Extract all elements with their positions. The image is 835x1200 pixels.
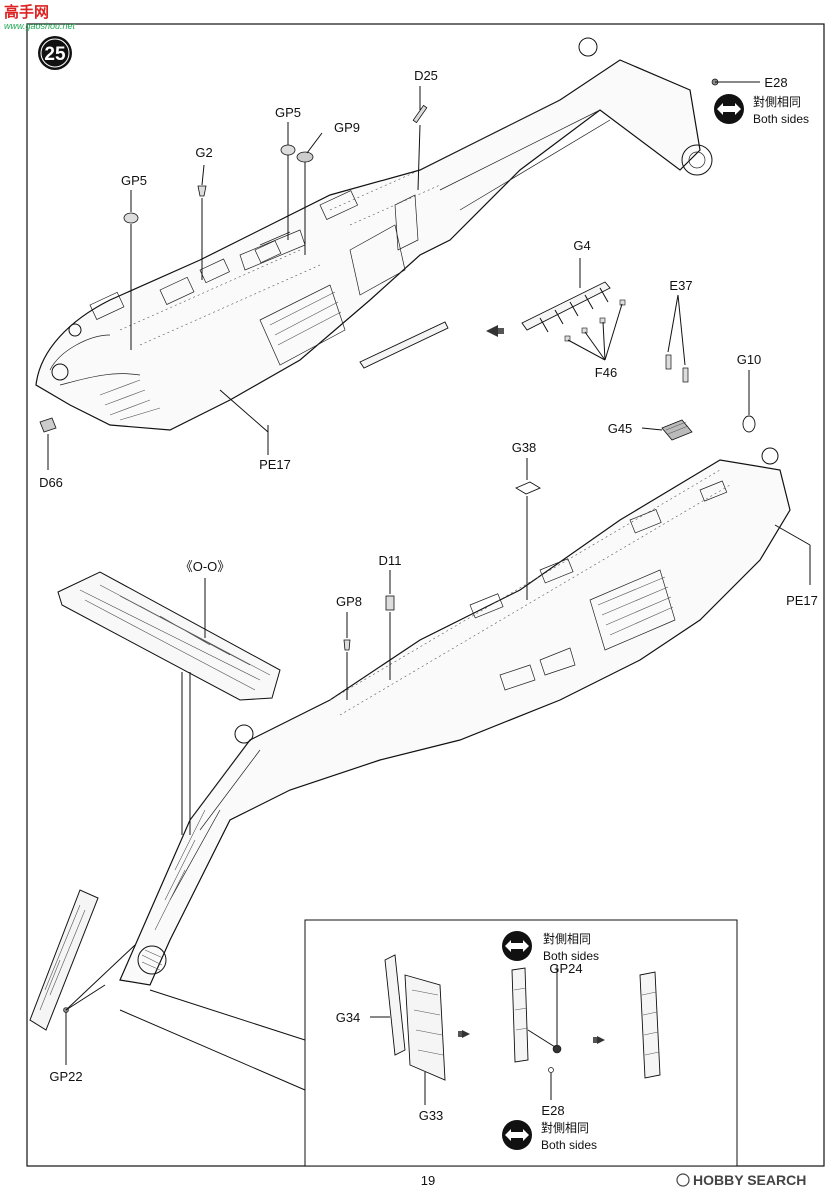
e37-g45-parts — [641, 294, 756, 441]
label-gp24: GP24 — [549, 961, 582, 976]
upper-fuselage-drawing — [35, 37, 713, 431]
label-e28-inset: E28 — [541, 1103, 564, 1118]
lower-fuselage-drawing — [119, 447, 791, 986]
lower-labels: G38 《O-O》 D11 GP8 PE17 GP22 — [49, 440, 818, 1084]
inset-labels: GP24 G34 G33 E28 — [336, 961, 583, 1123]
upper-leader-lines — [47, 81, 760, 470]
label-gp22: GP22 — [49, 1069, 82, 1084]
page-number: 19 — [421, 1173, 435, 1188]
watermark-logo: 高手网 — [4, 3, 49, 21]
label-g2: G2 — [195, 145, 212, 160]
assembly-arrow-icon — [486, 325, 504, 337]
both-sides-en: Both sides — [543, 949, 599, 963]
step-badge: 25 — [38, 36, 72, 70]
watermark-url: www.gaoshou.net — [4, 21, 76, 31]
tail-pylon-part — [29, 889, 136, 1065]
label-pe17-lower: PE17 — [786, 593, 818, 608]
label-oo: 《O-O》 — [180, 559, 231, 574]
both-sides-note-inset-bottom: 對側相同 Both sides — [502, 1120, 597, 1152]
both-sides-cn: 對側相同 — [541, 1121, 589, 1135]
both-sides-cn: 對側相同 — [543, 932, 591, 946]
label-g45: G45 — [608, 421, 633, 436]
both-sides-en: Both sides — [541, 1138, 597, 1152]
g4-step-assembly — [521, 258, 626, 361]
label-g34: G34 — [336, 1010, 361, 1025]
both-sides-cn: 對側相同 — [753, 95, 801, 109]
label-e28: E28 — [764, 75, 787, 90]
label-gp5-top: GP5 — [275, 105, 301, 120]
stabilizer-oo — [57, 571, 281, 835]
label-g38: G38 — [512, 440, 537, 455]
label-d66: D66 — [39, 475, 63, 490]
label-e37: E37 — [669, 278, 692, 293]
inset-drawings — [370, 954, 661, 1105]
both-sides-note-inset-top: 對側相同 Both sides — [502, 931, 599, 963]
label-g33: G33 — [419, 1108, 444, 1123]
label-gp5-left: GP5 — [121, 173, 147, 188]
upper-labels: D25 GP5 GP9 G2 GP5 E28 G4 E37 F46 G10 G4… — [39, 68, 788, 490]
label-gp9: GP9 — [334, 120, 360, 135]
watermark-top-left: 高手网 www.gaoshou.net — [4, 3, 76, 31]
step-number: 25 — [44, 44, 66, 65]
double-arrow-icon — [714, 94, 744, 124]
label-g4: G4 — [573, 238, 590, 253]
label-f46: F46 — [595, 365, 617, 380]
double-arrow-icon — [502, 931, 532, 961]
label-d25: D25 — [414, 68, 438, 83]
double-arrow-icon — [502, 1120, 532, 1150]
watermark-bottom-right: HOBBY SEARCH — [676, 1172, 806, 1188]
label-gp8: GP8 — [336, 594, 362, 609]
lower-loose-parts — [343, 458, 811, 700]
label-g10: G10 — [737, 352, 762, 367]
both-sides-note-upper: 對側相同 Both sides — [714, 94, 809, 126]
label-pe17-upper: PE17 — [259, 457, 291, 472]
inset-leader — [119, 989, 306, 1091]
label-d11: D11 — [379, 553, 402, 568]
both-sides-en: Both sides — [753, 112, 809, 126]
watermark-brand: HOBBY SEARCH — [693, 1172, 806, 1188]
